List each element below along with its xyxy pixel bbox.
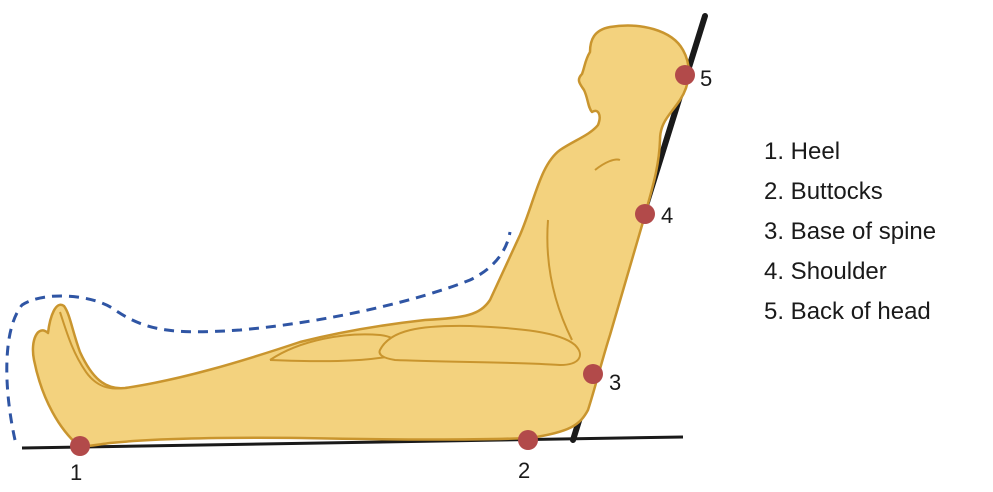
pressure-point-heel	[70, 436, 90, 456]
pressure-point-legend: 1. Heel 2. Buttocks 3. Base of spine 4. …	[764, 132, 936, 332]
pressure-point-base-of-spine	[583, 364, 603, 384]
point-label-3: 3	[609, 370, 621, 395]
legend-item-back-of-head: 5. Back of head	[764, 292, 936, 332]
legend-item-base-of-spine: 3. Base of spine	[764, 212, 936, 252]
legend-item-shoulder: 4. Shoulder	[764, 252, 936, 292]
pressure-point-buttocks	[518, 430, 538, 450]
pressure-point-back-of-head	[675, 65, 695, 85]
point-label-5: 5	[700, 66, 712, 91]
pressure-point-shoulder	[635, 204, 655, 224]
legend-item-buttocks: 2. Buttocks	[764, 172, 936, 212]
point-label-1: 1	[70, 460, 82, 485]
point-label-2: 2	[518, 458, 530, 483]
legend-item-heel: 1. Heel	[764, 132, 936, 172]
point-label-4: 4	[661, 203, 673, 228]
